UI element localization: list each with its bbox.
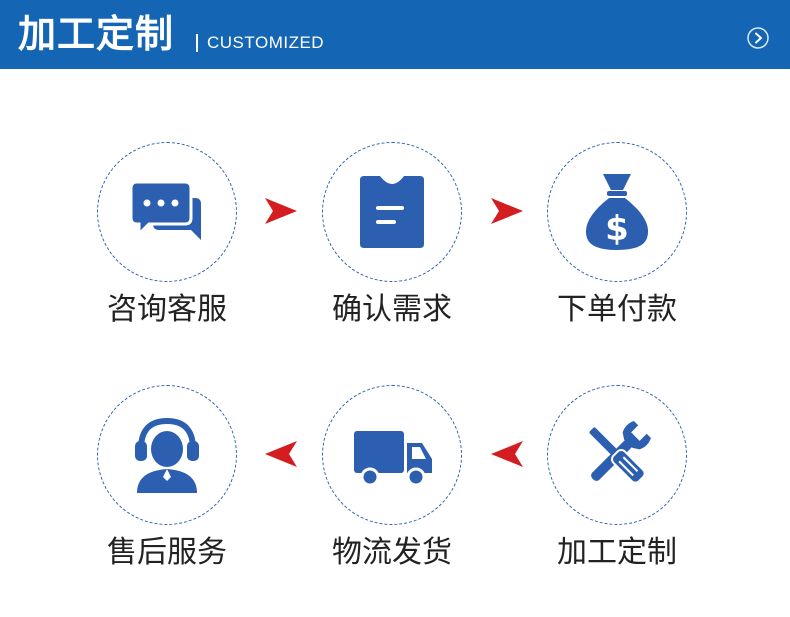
step-label-logistics: 物流发货 [332, 535, 452, 570]
step-processing [547, 385, 687, 525]
step-label-after-sales: 售后服务 [107, 535, 227, 570]
delivery-truck-icon [354, 431, 432, 487]
money-bag-icon: $ [585, 174, 649, 250]
headset-agent-icon [135, 417, 199, 493]
step-consult [97, 142, 237, 282]
circle-arrow-right-icon[interactable] [747, 27, 769, 49]
arrow-left-icon [265, 441, 297, 467]
chat-bubbles-icon [129, 180, 201, 240]
step-logistics [322, 385, 462, 525]
step-pay: $ [547, 142, 687, 282]
step-circle [322, 142, 462, 282]
step-label-consult: 咨询客服 [107, 292, 227, 327]
header-divider [196, 34, 198, 52]
header-bar: 加工定制 CUSTOMIZED [0, 0, 790, 69]
step-label-processing: 加工定制 [557, 535, 677, 570]
step-after-sales [97, 385, 237, 525]
clipboard-icon [360, 175, 424, 248]
tools-icon [589, 421, 651, 484]
step-circle [547, 142, 687, 282]
page-subtitle: CUSTOMIZED [207, 33, 325, 52]
svg-text:$: $ [605, 209, 629, 249]
step-circle [97, 142, 237, 282]
page-title: 加工定制 [18, 11, 175, 56]
step-label-confirm: 确认需求 [332, 292, 452, 327]
step-circle [547, 385, 687, 525]
arrow-right-icon [265, 198, 297, 224]
step-label-pay: 下单付款 [557, 292, 677, 327]
arrow-right-icon [491, 198, 523, 224]
arrow-left-icon [491, 441, 523, 467]
step-circle [97, 385, 237, 525]
step-circle [322, 385, 462, 525]
step-confirm [322, 142, 462, 282]
